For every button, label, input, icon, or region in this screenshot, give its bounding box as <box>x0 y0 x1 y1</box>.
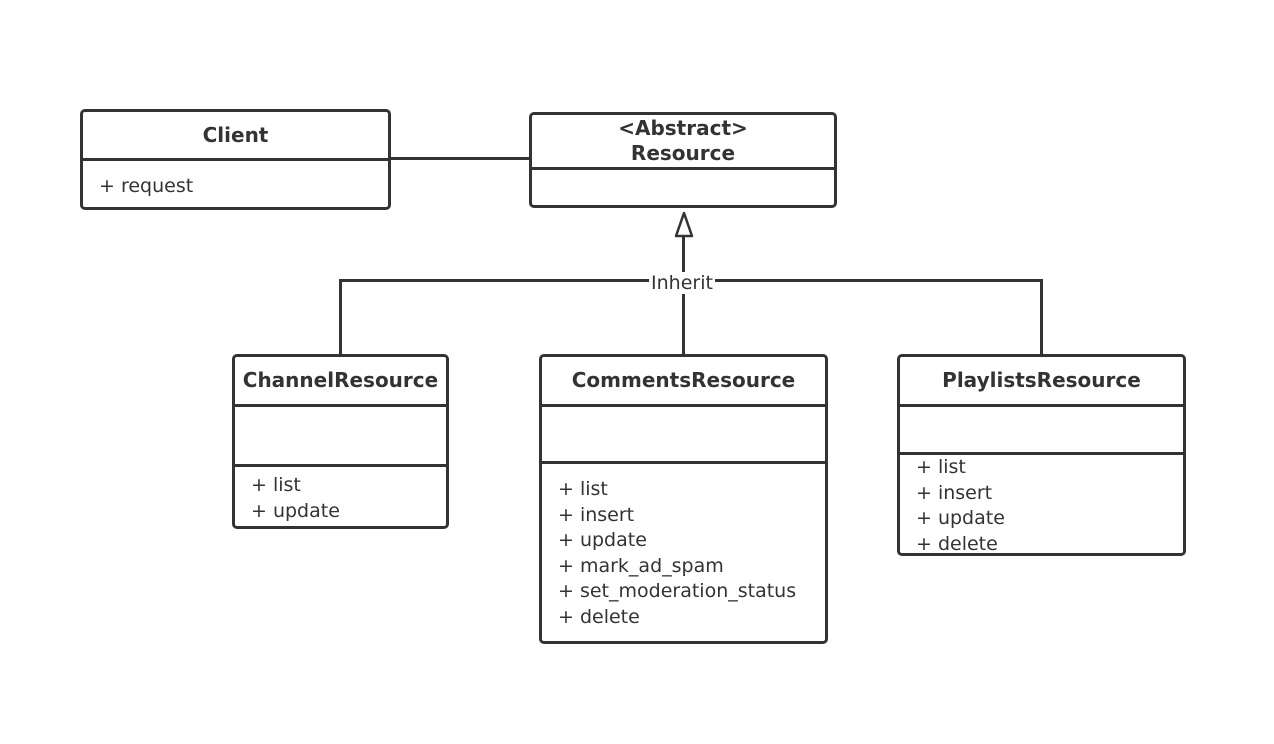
operation: + request <box>99 175 194 197</box>
class-channel-resource-header: ChannelResource <box>235 357 446 407</box>
operation: + delete <box>558 605 640 628</box>
operation: + update <box>251 499 340 522</box>
inheritance-trunk <box>682 236 685 356</box>
operation: + insert <box>558 503 635 526</box>
inheritance-label: Inherit <box>649 272 715 294</box>
inheritance-drop-channel <box>339 279 342 356</box>
class-comments-resource[interactable]: CommentsResource + list + insert + updat… <box>539 354 828 644</box>
class-resource-header: <Abstract> Resource <box>532 115 834 170</box>
class-channel-resource-operations: + list + update <box>235 467 446 524</box>
class-channel-resource-attributes <box>235 407 446 467</box>
class-client[interactable]: Client + request <box>80 109 391 210</box>
inheritance-drop-playlists <box>1040 279 1043 356</box>
class-client-header: Client <box>83 112 388 161</box>
association-line <box>388 157 531 160</box>
inheritance-arrowhead <box>674 211 694 238</box>
class-client-operations: + request <box>83 161 388 200</box>
class-comments-resource-name: CommentsResource <box>571 368 796 392</box>
class-playlists-resource-operations: + list + insert + update + delete <box>900 455 1183 555</box>
class-resource-name: Resource <box>630 141 736 165</box>
class-playlists-resource-header: PlaylistsResource <box>900 357 1183 407</box>
operation: + list <box>251 474 301 496</box>
operation: + mark_ad_spam <box>558 554 724 577</box>
class-resource[interactable]: <Abstract> Resource <box>529 112 837 208</box>
class-comments-resource-operations: + list + insert + update + mark_ad_spam … <box>542 464 825 630</box>
operation: + list <box>916 456 966 478</box>
class-resource-attributes <box>532 170 834 205</box>
class-channel-resource-name: ChannelResource <box>242 368 439 392</box>
operation: + set_moderation_status <box>558 580 797 602</box>
class-comments-resource-header: CommentsResource <box>542 357 825 407</box>
class-resource-stereotype: <Abstract> <box>618 116 748 140</box>
class-playlists-resource[interactable]: PlaylistsResource + list + insert + upda… <box>897 354 1186 556</box>
operation: + update <box>916 507 1005 529</box>
class-playlists-resource-attributes <box>900 407 1183 455</box>
operation: + insert <box>916 481 993 504</box>
class-playlists-resource-name: PlaylistsResource <box>942 368 1141 392</box>
class-comments-resource-attributes <box>542 407 825 464</box>
operation: + list <box>558 478 608 500</box>
operation: + delete <box>916 532 998 555</box>
operation: + update <box>558 529 647 551</box>
class-channel-resource[interactable]: ChannelResource + list + update <box>232 354 449 529</box>
class-client-name: Client <box>202 122 269 147</box>
